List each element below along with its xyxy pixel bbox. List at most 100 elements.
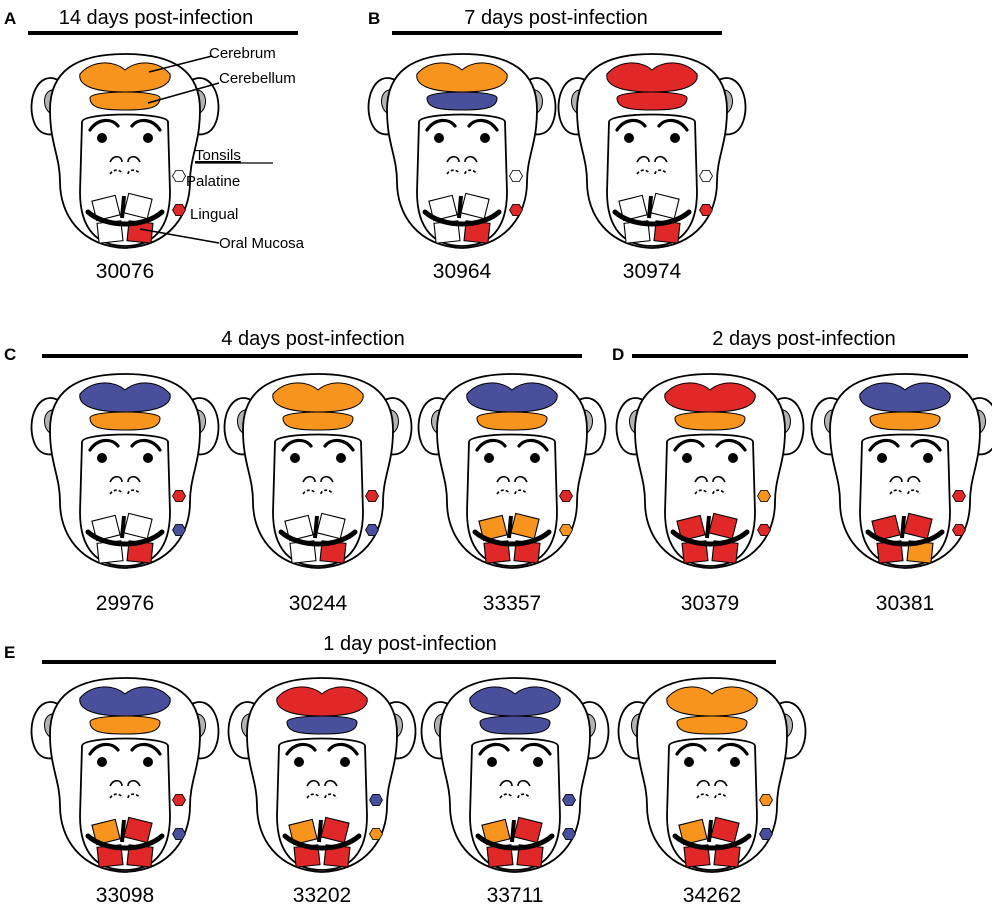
mouth-center-line xyxy=(317,819,323,843)
palatine-tonsil-hexagon xyxy=(172,490,186,503)
lingual-tonsil-hexagon xyxy=(172,827,186,841)
right-brow xyxy=(517,438,549,452)
nostrils xyxy=(109,169,141,175)
oral-mucosa-square xyxy=(428,194,458,222)
muzzle-outline xyxy=(466,433,558,567)
left-eye xyxy=(684,757,694,767)
panel-letter-c: C xyxy=(4,345,16,364)
panel-letter-a: A xyxy=(4,9,16,28)
right-brow xyxy=(130,742,162,756)
mouth xyxy=(472,529,552,547)
muzzle-outline xyxy=(79,433,171,567)
cerebrum-region xyxy=(276,686,368,717)
left-brow xyxy=(281,438,313,452)
mouth xyxy=(85,529,165,547)
lingual-tonsil-hexagon xyxy=(172,523,186,537)
chimp-face xyxy=(227,677,417,873)
head-outline xyxy=(829,373,981,569)
panel-title-d: 2 days post-infection xyxy=(712,328,895,350)
palatine-tonsil-hexagon xyxy=(559,490,573,503)
lingual-tonsil-hexagon xyxy=(562,827,576,841)
legend-cerebrum-label: Cerebrum xyxy=(209,45,276,62)
nostrils xyxy=(496,489,528,495)
palatine-tonsil-hexagon xyxy=(369,794,383,807)
animal-id-label: 33711 xyxy=(487,884,544,907)
oral-mucosa-square xyxy=(91,514,121,542)
palatine-tonsil-hexagon xyxy=(365,490,379,503)
right-eye xyxy=(670,133,680,143)
palatine-tonsil-hexagon xyxy=(757,490,771,503)
left-brow xyxy=(285,742,317,756)
right-eye xyxy=(143,133,153,143)
legend-lingual-label: Lingual xyxy=(190,206,238,223)
right-brow xyxy=(657,118,689,132)
legend-oral-mucosa-pointer xyxy=(139,228,220,244)
cerebellum-region xyxy=(282,411,354,431)
nose xyxy=(636,155,668,163)
head-outline xyxy=(49,677,201,873)
left-eye xyxy=(624,133,634,143)
right-eye xyxy=(143,757,153,767)
legend-tonsils-heading: Tonsils xyxy=(195,147,241,164)
panel-a: A 14 days post-infection 30076 xyxy=(4,7,298,283)
legend-cerebrum-pointer xyxy=(148,55,213,73)
lingual-tonsil-hexagon xyxy=(509,203,523,217)
oral-mucosa-square xyxy=(871,514,901,542)
oral-mucosa-square xyxy=(284,514,314,542)
nostrils xyxy=(109,489,141,495)
oral-mucosa-square xyxy=(650,192,680,220)
nostrils xyxy=(499,793,531,799)
panel-e: E 1 day post-infection 33098 33202 33711… xyxy=(4,633,807,907)
oral-mucosa-square xyxy=(288,818,318,846)
animal-id-label: 30964 xyxy=(433,260,492,283)
cerebrum-region xyxy=(859,382,951,413)
muzzle-outline xyxy=(416,113,508,247)
right-brow xyxy=(715,438,747,452)
cerebellum-region xyxy=(89,91,161,111)
cerebellum-region xyxy=(869,411,941,431)
mouth xyxy=(672,833,752,851)
nose xyxy=(109,155,141,163)
legend-annotations: Cerebrum Cerebellum Tonsils Palatine Lin… xyxy=(139,45,305,252)
right-brow xyxy=(520,742,552,756)
mouth xyxy=(612,209,692,227)
nose xyxy=(302,475,334,483)
lingual-tonsil-hexagon xyxy=(369,827,383,841)
left-eye xyxy=(294,757,304,767)
oral-mucosa-square xyxy=(513,816,543,844)
mouth xyxy=(85,209,165,227)
left-eye xyxy=(290,453,300,463)
nostrils xyxy=(636,169,668,175)
animal-id-label: 30076 xyxy=(96,260,154,283)
cerebellum-region xyxy=(676,715,748,735)
oral-mucosa-square xyxy=(678,818,708,846)
right-eye xyxy=(143,453,153,463)
cerebrum-region xyxy=(79,62,171,93)
palatine-tonsil-hexagon xyxy=(172,170,186,183)
head-outline xyxy=(49,53,201,249)
oral-mucosa-square xyxy=(903,512,933,540)
palatine-tonsil-hexagon xyxy=(562,794,576,807)
left-eye xyxy=(484,453,494,463)
mouth xyxy=(475,833,555,851)
chimp-face xyxy=(615,373,805,569)
cerebrum-region xyxy=(416,62,508,93)
muzzle-outline xyxy=(664,433,756,567)
head-outline xyxy=(634,373,786,569)
nose xyxy=(306,779,338,787)
lingual-tonsil-hexagon xyxy=(172,203,186,217)
nostrils xyxy=(694,489,726,495)
muzzle-outline xyxy=(666,737,758,871)
oral-mucosa-square xyxy=(710,816,740,844)
oral-mucosa-square xyxy=(316,512,346,540)
cerebellum-region xyxy=(89,715,161,735)
chimp-face xyxy=(617,677,807,873)
chimp-face xyxy=(30,677,220,873)
head-outline xyxy=(636,677,788,873)
left-eye xyxy=(97,133,107,143)
oral-mucosa-square xyxy=(91,194,121,222)
chimp-face xyxy=(367,53,557,249)
left-eye xyxy=(97,453,107,463)
right-eye xyxy=(728,453,738,463)
